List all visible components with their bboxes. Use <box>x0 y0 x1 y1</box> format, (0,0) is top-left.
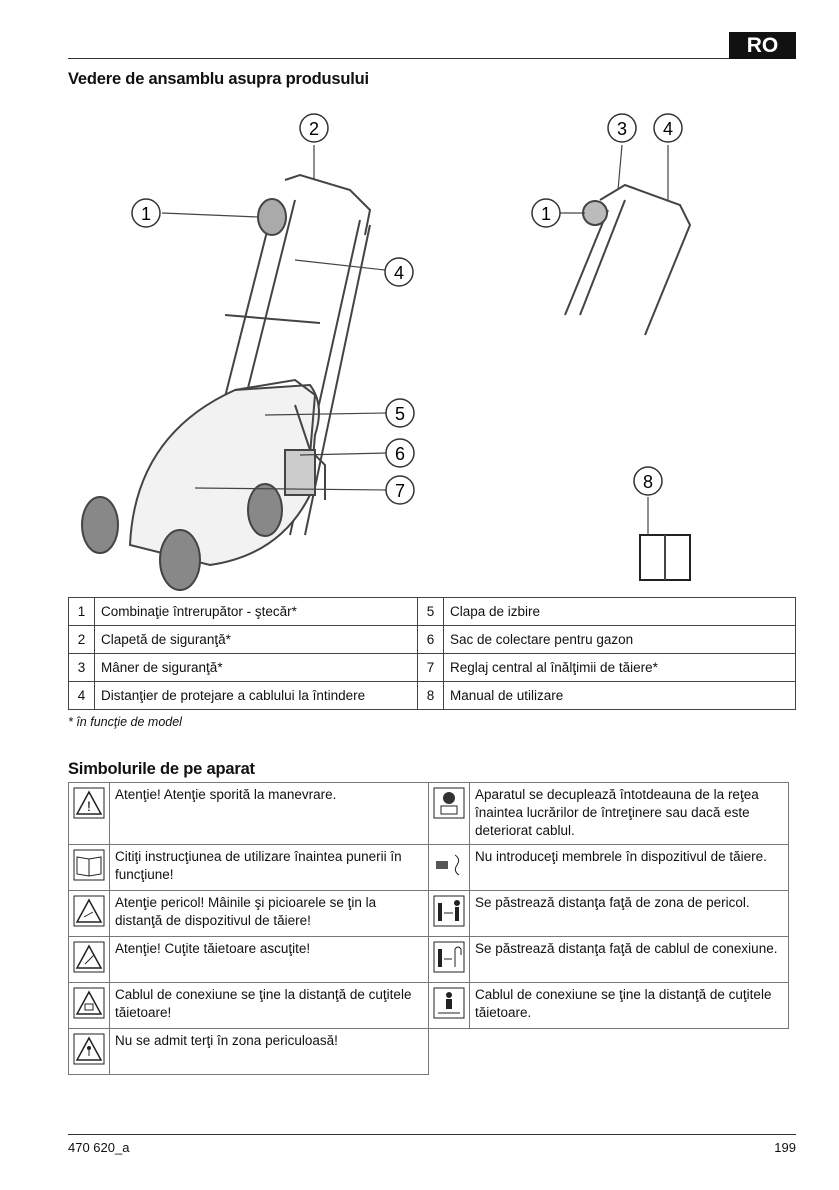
header-rule <box>68 58 730 59</box>
svg-text:3: 3 <box>617 119 627 139</box>
cable-distance-icon <box>428 936 470 983</box>
callout-6: 6 <box>385 438 415 468</box>
svg-text:!: ! <box>87 798 91 814</box>
svg-text:4: 4 <box>394 263 404 283</box>
no-bystanders-icon <box>68 1028 110 1075</box>
svg-text:1: 1 <box>141 204 151 224</box>
footer-rule <box>68 1134 796 1135</box>
manual-book-icon <box>68 844 110 891</box>
callout-4: 4 <box>384 257 414 287</box>
callout-5: 5 <box>385 398 415 428</box>
symbols-table: ! Atenţie! Atenţie sporită la manevrare.… <box>68 782 789 1075</box>
page-number: 199 <box>774 1140 796 1155</box>
table-row: 1 Combinaţie întrerupător - ştecăr* 5 Cl… <box>68 597 796 626</box>
table-row: Atenţie pericol! Mâinile şi picioarele s… <box>68 890 789 937</box>
table-row: Nu se admit terţi în zona periculoasă! <box>68 1028 789 1075</box>
keep-distance-icon <box>428 890 470 937</box>
table-row: Atenţie! Cuţite tăietoare ascuţite! Se p… <box>68 936 789 983</box>
cable-blade-warning-icon <box>68 982 110 1029</box>
callout-1: 1 <box>131 198 161 228</box>
callout-1b: 1 <box>531 198 561 228</box>
symbols-title: Simbolurile de pe aparat <box>68 760 255 778</box>
overview-title: Vedere de ansamblu asupra produsului <box>68 70 369 88</box>
document-number: 470 620_a <box>68 1140 130 1155</box>
callout-8: 8 <box>633 466 663 496</box>
warning-triangle-icon: ! <box>68 782 110 845</box>
callout-2: 2 <box>299 113 329 143</box>
table-row: ! Atenţie! Atenţie sporită la manevrare.… <box>68 782 789 845</box>
svg-text:4: 4 <box>663 119 673 139</box>
svg-text:2: 2 <box>309 119 319 139</box>
svg-text:6: 6 <box>395 444 405 464</box>
svg-text:8: 8 <box>643 472 653 492</box>
svg-text:5: 5 <box>395 404 405 424</box>
callout-4b: 4 <box>653 113 683 143</box>
table-row: 3 Mâner de siguranţă* 7 Reglaj central a… <box>68 653 796 682</box>
unplug-icon <box>428 782 470 845</box>
no-limbs-icon <box>428 844 470 891</box>
hand-foot-hazard-icon <box>68 890 110 937</box>
callout-7: 7 <box>385 475 415 505</box>
table-row: 4 Distanţier de protejare a cablului la … <box>68 681 796 710</box>
product-illustration: 2 1 4 5 6 7 1 3 4 8 <box>81 113 692 591</box>
table-row: Citiţi instrucţiunea de utilizare înaint… <box>68 844 789 891</box>
language-badge: RO <box>729 32 796 59</box>
parts-table: 1 Combinaţie întrerupător - ştecăr* 5 Cl… <box>68 597 796 710</box>
table-row: Cablul de conexiune se ţine la distanţă … <box>68 982 789 1029</box>
operator-cable-icon <box>428 982 470 1029</box>
sharp-blades-icon <box>68 936 110 983</box>
svg-text:7: 7 <box>395 481 405 501</box>
table-row: 2 Clapetă de siguranţă* 6 Sac de colecta… <box>68 625 796 654</box>
svg-text:1: 1 <box>541 204 551 224</box>
callout-3: 3 <box>607 113 637 143</box>
model-note: * în funcţie de model <box>68 715 182 729</box>
